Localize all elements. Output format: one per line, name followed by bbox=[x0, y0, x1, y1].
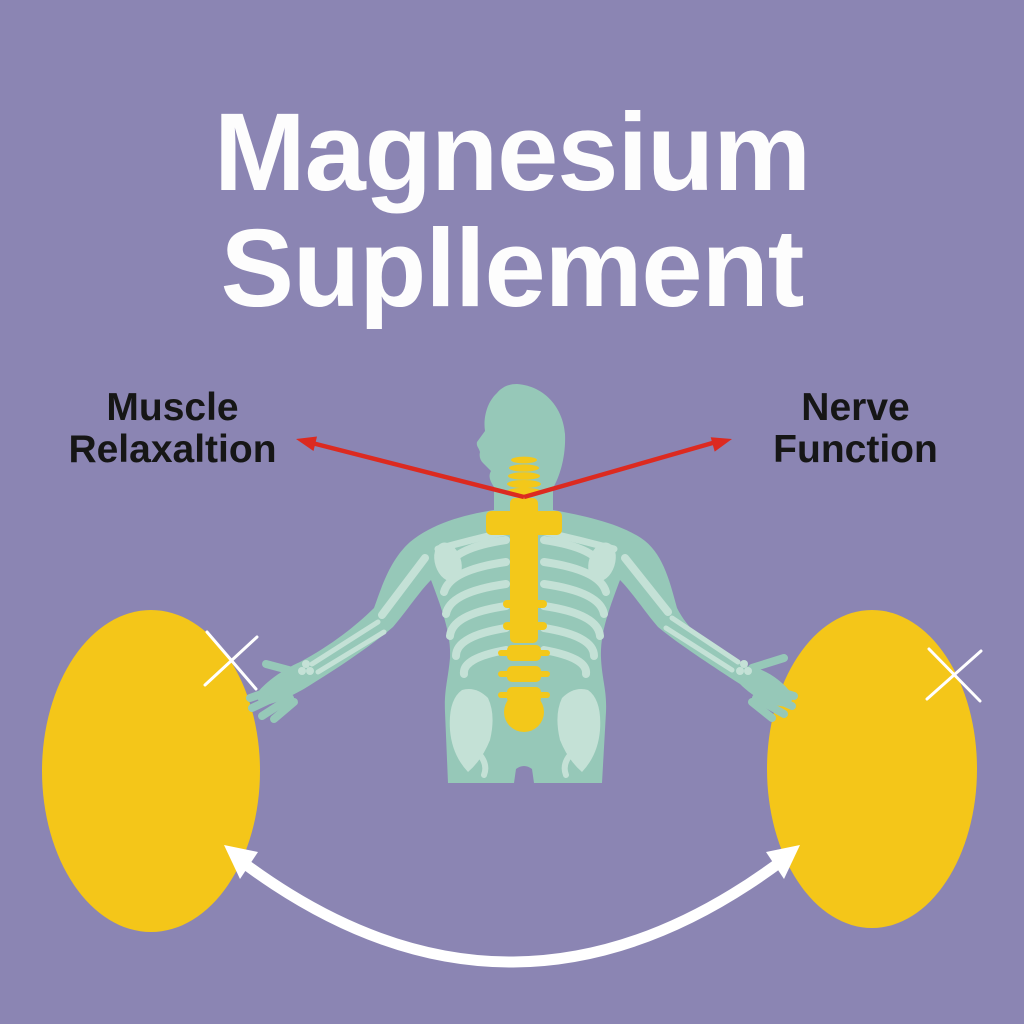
pelvis-icon bbox=[449, 689, 601, 778]
curved-double-arrow-icon bbox=[224, 845, 800, 968]
shoulder-blades-icon bbox=[434, 542, 616, 582]
red-pointer-left-icon bbox=[296, 436, 525, 500]
right-oval-icon bbox=[767, 610, 977, 928]
label-muscle-relaxation: Muscle Relaxaltion bbox=[30, 386, 315, 472]
wrist-bones-icon bbox=[298, 660, 752, 675]
page-title: Magnesium Supllement bbox=[0, 95, 1024, 326]
muscle-label-line-1: Muscle bbox=[106, 386, 239, 429]
title-line-2: Supllement bbox=[220, 206, 805, 330]
nerve-label-line-2: Function bbox=[773, 428, 938, 472]
left-oval-icon bbox=[42, 610, 260, 932]
label-nerve-function: Nerve Function bbox=[713, 386, 998, 472]
left-sparkle-icon bbox=[203, 630, 259, 691]
red-pointer-right-icon bbox=[523, 437, 732, 500]
title-line-1: Magnesium bbox=[213, 91, 811, 214]
nerve-label-line-1: Nerve bbox=[801, 386, 910, 429]
right-sparkle-icon bbox=[925, 647, 983, 703]
muscle-label-line-2: Relaxaltion bbox=[68, 428, 277, 472]
right-hand-fingers bbox=[748, 654, 798, 722]
left-hand-fingers bbox=[246, 660, 300, 723]
arm-bones-icon bbox=[309, 554, 741, 675]
